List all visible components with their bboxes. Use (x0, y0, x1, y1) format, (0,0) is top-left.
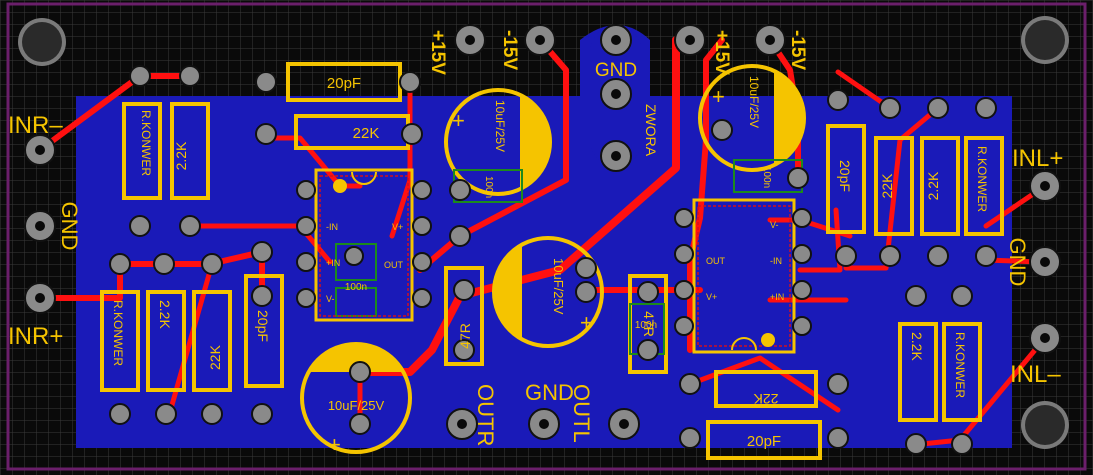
mounting-hole (1021, 16, 1069, 64)
label-minus15-right: -15V (787, 30, 808, 70)
board-outline (6, 2, 1087, 471)
value-r22k-bottom: 22K (753, 391, 779, 407)
ic-left (314, 168, 414, 322)
value-cap-bottom-left: 10uF/25V (328, 398, 385, 413)
label-inl-minus: INL– (1010, 361, 1061, 388)
ic-right-pin-in-minus: -IN (770, 256, 782, 266)
label-inr-plus: INR+ (8, 323, 63, 350)
ic-left-pin-in-plus: +IN (326, 258, 340, 268)
label-gnd-bottom: GND (525, 380, 574, 405)
mounting-hole (1021, 401, 1069, 449)
value-c100n-right2: 100n (635, 320, 657, 331)
svg-text:+: + (452, 108, 465, 133)
label-zwora: ZWORA (643, 104, 659, 157)
label-plus15-left: +15V (427, 30, 448, 75)
value-r2k2-bl1: 2.2K (157, 300, 173, 329)
value-cap-center: 10uF/25V (551, 258, 566, 315)
value-cap-top-right: 10uF/25V (747, 76, 761, 128)
value-rkonwer-tl: R.KONWER (139, 110, 153, 176)
label-minus15-left: -15V (499, 30, 520, 70)
value-r47r-right: 47R (641, 311, 657, 337)
value-c20pf-bottom: 20pF (747, 433, 781, 450)
value-c100n-left1: 100n (483, 176, 494, 198)
value-rkonwer-right: R.KONWER (975, 146, 989, 212)
label-plus15-right: +15V (711, 30, 732, 75)
ic-right-pin-in-plus: +IN (770, 292, 784, 302)
value-c20pf-top: 20pF (327, 75, 361, 92)
value-r2k2-right: 2.2K (925, 171, 941, 200)
svg-text:+: + (712, 84, 725, 109)
value-r2k2-bl2: 22K (207, 344, 223, 370)
label-gnd-left: GND (57, 202, 82, 251)
label-outl: OUTL (569, 384, 594, 443)
value-rkonwer-bl: R.KONWER (111, 300, 125, 366)
label-outr: OUTR (473, 384, 498, 446)
pads (24, 24, 1061, 455)
value-c20pf-right: 20pF (837, 160, 853, 192)
ic-right-pin-vplus: V+ (706, 292, 717, 302)
value-r2k2-br: 2.2K (909, 332, 925, 361)
value-cap-top-left: 10uF/25V (493, 100, 507, 152)
ic-left-pin-vplus: V+ (392, 222, 403, 232)
value-c100n-right1: 100n (761, 166, 772, 188)
ic-left-pin-in-minus: -IN (326, 222, 338, 232)
value-c20pf-left: 20pF (255, 310, 271, 342)
value-r47r-left: 47R (457, 323, 473, 349)
mounting-hole (18, 18, 66, 66)
value-r22k-right: 22K (879, 173, 895, 199)
ic-left-pin-out: OUT (384, 260, 404, 270)
svg-text:+: + (580, 310, 593, 335)
label-inr-minus: INR– (8, 112, 63, 139)
ic-right-pin-out: OUT (706, 256, 726, 266)
svg-text:+: + (328, 432, 341, 457)
ic-right (692, 198, 796, 354)
label-gnd-top: GND (595, 60, 637, 81)
value-r2k2-tl: 2.2K (173, 141, 189, 170)
silkscreen: + + + + (100, 62, 1004, 460)
ic-right-pin-vminus: V- (770, 220, 779, 230)
value-r22k-top: 22K (353, 125, 380, 142)
value-c100n-left2: 100n (345, 282, 367, 293)
ic-left-pin-vminus: V- (326, 294, 335, 304)
value-rkonwer-br: R.KONWER (953, 332, 967, 398)
label-inl-plus: INL+ (1012, 145, 1063, 172)
label-gnd-right: GND (1005, 238, 1030, 287)
